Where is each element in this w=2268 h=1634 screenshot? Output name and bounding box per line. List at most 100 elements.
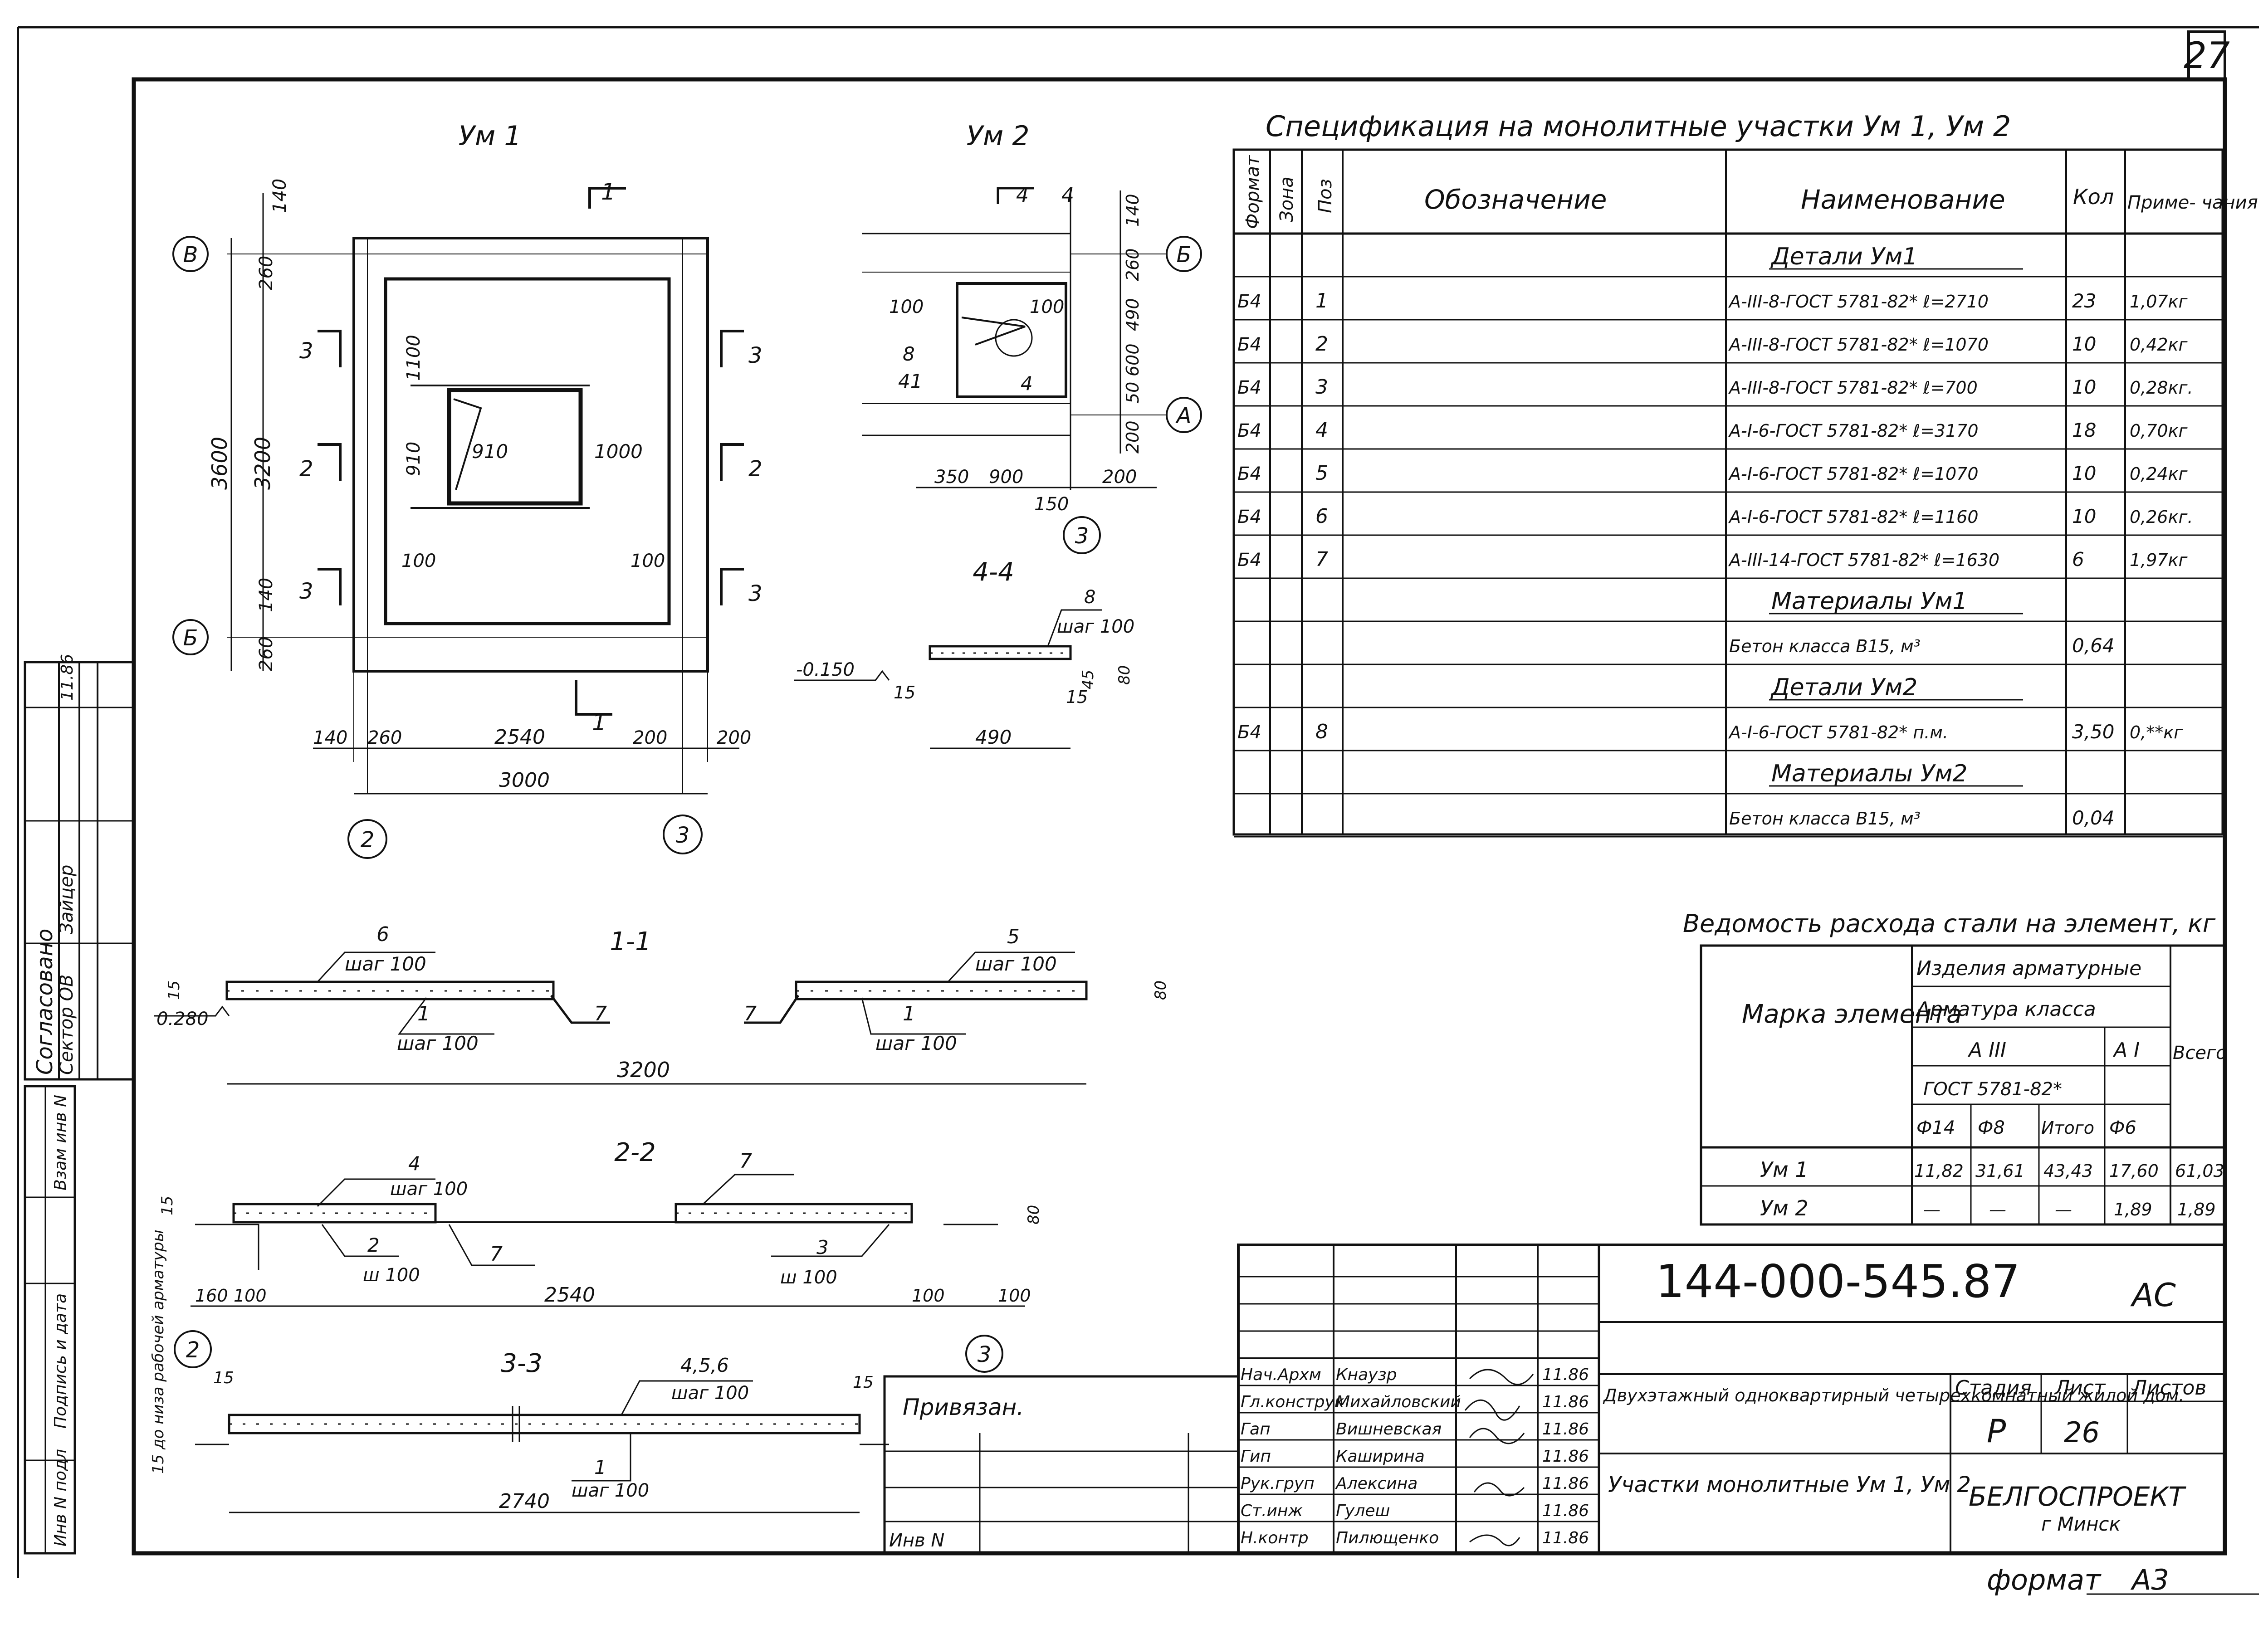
s11-pos1-right: 1 bbox=[903, 1002, 915, 1025]
staff-role: Н.контр bbox=[1241, 1529, 1309, 1547]
spec-row: Материалы Ум1 bbox=[1769, 588, 2023, 615]
staff-name: Пилющенко bbox=[1336, 1529, 1439, 1547]
dim-200-um2: 200 bbox=[1123, 420, 1143, 454]
spec-cell-qty: 0,64 bbox=[2072, 634, 2115, 657]
spec-cell-pos: 6 bbox=[1315, 505, 1328, 528]
axis-3-um2: 3 bbox=[1075, 523, 1089, 549]
spec-row: Детали Ум2 bbox=[1769, 674, 2023, 701]
dim-100-right: 100 bbox=[631, 551, 665, 571]
staff-role: Гип bbox=[1241, 1447, 1271, 1466]
steel-row-d6: 17,60 bbox=[2109, 1161, 2159, 1181]
axis-3-um1: 3 bbox=[676, 823, 690, 848]
side-podpis: Подпись и дата bbox=[51, 1293, 70, 1429]
plan-um2: Ум 2 4 4 Б А 3 140 260 490 600 50 200 10… bbox=[862, 120, 1202, 554]
dim-150: 150 bbox=[1034, 494, 1069, 515]
spec-cell-pos: 3 bbox=[1315, 376, 1328, 399]
spec-section-heading: Детали Ум2 bbox=[1770, 674, 1917, 701]
s22-pos3: 3 bbox=[816, 1236, 829, 1258]
s22-pos7-bottom: 7 bbox=[490, 1243, 503, 1266]
spec-cell-name: А-III-14-ГОСТ 5781-82* ℓ=1630 bbox=[1728, 550, 1999, 570]
steel-h-class: Арматура класса bbox=[1915, 998, 2096, 1021]
s22-dim-100-b: 100 bbox=[998, 1286, 1031, 1306]
spec-h-name: Наименование bbox=[1801, 184, 2005, 215]
spec-cell-note: 0,28кг. bbox=[2130, 378, 2193, 398]
s22-step4: шаг 100 bbox=[390, 1179, 468, 1200]
s33-dim-15-left: 15 bbox=[213, 1369, 234, 1387]
sheet-number-box bbox=[2187, 30, 2226, 81]
spec-cell-note: 0,24кг bbox=[2130, 464, 2188, 484]
spec-section-heading: Материалы Ум2 bbox=[1771, 760, 1968, 787]
s33-dim-15-right: 15 bbox=[853, 1373, 874, 1392]
spec-cell-name: Бетон класса В15, м³ bbox=[1729, 636, 1921, 656]
spec-cell-note: 0,70кг bbox=[2130, 421, 2188, 441]
steel-h-mark: Марка элемента bbox=[1742, 1000, 1962, 1029]
s22-dim-100-a: 100 bbox=[912, 1286, 945, 1306]
s22-dim-100-left: 100 bbox=[234, 1286, 267, 1306]
dim-50-um2: 50 bbox=[1123, 382, 1143, 404]
dim-100-um2-left: 100 bbox=[889, 297, 924, 317]
dim-1000: 1000 bbox=[594, 440, 643, 463]
s44-dim-490: 490 bbox=[975, 726, 1012, 748]
steel-row-mark: Ум 1 bbox=[1760, 1157, 1809, 1182]
s11-step1-left: шаг 100 bbox=[397, 1032, 479, 1054]
staff-date: 11.86 bbox=[1542, 1447, 1589, 1466]
staff-name: Кнаузр bbox=[1336, 1366, 1397, 1384]
spec-cell-note: 0,**кг bbox=[2130, 722, 2183, 742]
dim-100-left: 100 bbox=[401, 551, 436, 571]
steel-row-itogo: 43,43 bbox=[2043, 1161, 2093, 1181]
spec-cell-format: Б4 bbox=[1237, 377, 1261, 398]
section-3-3-title: 3-3 bbox=[501, 1349, 542, 1378]
s33-pos1: 1 bbox=[594, 1456, 606, 1478]
staff-date: 11.86 bbox=[1542, 1529, 1589, 1547]
steel-row-d14: 11,82 bbox=[1914, 1161, 1964, 1181]
spec-section-heading: Материалы Ум1 bbox=[1771, 588, 1968, 615]
dim-600-um2: 600 bbox=[1123, 343, 1143, 376]
s11-dim-3200: 3200 bbox=[617, 1058, 670, 1082]
spec-cell-qty: 6 bbox=[2072, 548, 2084, 571]
dim-140-top: 140 bbox=[269, 179, 290, 213]
dim-910-v: 910 bbox=[403, 442, 424, 476]
privyazan-box: Привязан. Инв N bbox=[883, 1375, 1240, 1555]
spec-h-format: Формат bbox=[1242, 155, 1263, 229]
spec-row: Бетон класса В15, м³ 0,64 bbox=[1729, 634, 2115, 657]
spec-cell-name: Бетон класса В15, м³ bbox=[1729, 809, 1921, 829]
spec-cell-qty: 10 bbox=[2072, 462, 2096, 484]
spec-cell-qty: 23 bbox=[2072, 290, 2096, 312]
steel-h-d6: Ф6 bbox=[2109, 1117, 2136, 1138]
steel-row-total: 1,89 bbox=[2177, 1200, 2216, 1219]
s33-dim-2740: 2740 bbox=[499, 1490, 550, 1513]
section-4-4: 4-4 8 шаг 100 -0.150 15 15 45 80 490 bbox=[794, 557, 1134, 749]
spec-h-zone: Зона bbox=[1276, 176, 1297, 222]
section-mark-2-left: 2 bbox=[299, 456, 313, 482]
spec-h-designation: Обозначение bbox=[1424, 184, 1607, 215]
s22-step3: ш 100 bbox=[780, 1267, 837, 1288]
staff-name: Гулеш bbox=[1336, 1502, 1390, 1520]
dim-2540: 2540 bbox=[494, 726, 545, 749]
spec-cell-name: А-I-6-ГОСТ 5781-82* ℓ=1160 bbox=[1728, 507, 1979, 527]
s22-dim-15: 15 bbox=[158, 1196, 176, 1215]
spec-cell-qty: 10 bbox=[2072, 505, 2096, 527]
s11-dim-80: 80 bbox=[1152, 980, 1170, 1000]
staff-role: Ст.инж bbox=[1241, 1502, 1303, 1520]
side-vzam: Взам инв N bbox=[51, 1095, 70, 1190]
side-sector: Сектор ОВ bbox=[56, 974, 77, 1075]
steel-h-itogo: Итого bbox=[2041, 1118, 2094, 1138]
plan-um1-title: Ум 1 bbox=[458, 120, 521, 152]
side-name: Зайцер bbox=[56, 865, 77, 934]
s22-pos4: 4 bbox=[408, 1152, 420, 1175]
s22-dim-80: 80 bbox=[1025, 1205, 1043, 1224]
sheet-value: 26 bbox=[2064, 1416, 2100, 1449]
section-mark-4-a: 4 bbox=[1016, 184, 1029, 207]
spec-cell-name: А-III-8-ГОСТ 5781-82* ℓ=2710 bbox=[1728, 292, 1989, 312]
org-city: г Минск bbox=[2041, 1513, 2121, 1535]
steel-h-gost: ГОСТ 5781-82* bbox=[1923, 1079, 2062, 1100]
